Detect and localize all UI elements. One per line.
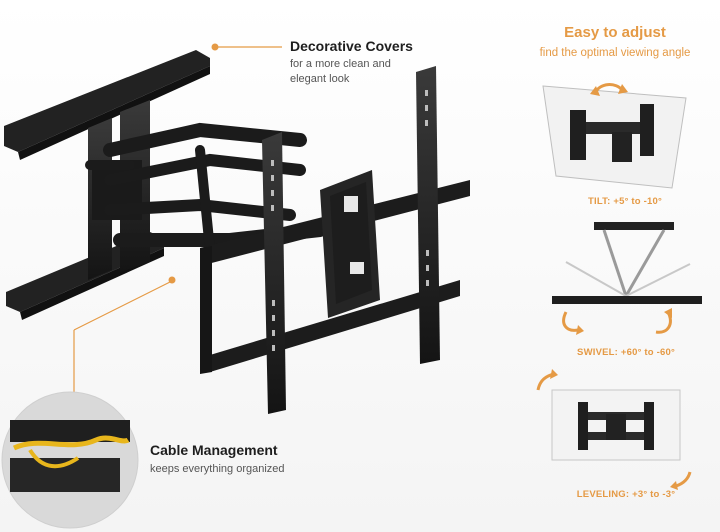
decorative-cover-top: [4, 50, 210, 160]
cable-management-inset: [1, 391, 139, 529]
cable-management-subtitle: keeps everything organized: [150, 463, 285, 475]
callout-cable-line: [73, 276, 176, 398]
tilt-illustration: [542, 83, 687, 189]
cable-management-title: Cable Management: [150, 442, 278, 458]
tilt-label: TILT: +5° to -10°: [588, 196, 662, 207]
swivel-label: SWIVEL: +60° to -60°: [577, 347, 675, 358]
swivel-plate: [320, 170, 380, 318]
decorative-covers-subtitle-2: elegant look: [290, 73, 350, 85]
leveling-illustration: [536, 369, 692, 490]
decorative-covers-subtitle-1: for a more clean and: [290, 58, 391, 70]
callout-covers-line: [211, 43, 282, 51]
decorative-covers-title: Decorative Covers: [290, 38, 413, 54]
swivel-illustration: [552, 222, 702, 335]
features-subtitle: find the optimal viewing angle: [539, 47, 691, 59]
tv-bracket-right: [416, 66, 440, 364]
tv-bracket-left: [262, 132, 286, 414]
features-title: Easy to adjust: [564, 24, 666, 41]
bracket-holes: [271, 90, 429, 351]
callout-decorative-covers: Decorative Covers for a more clean and e…: [290, 38, 413, 87]
leveling-label: LEVELING: +3° to -3°: [576, 489, 676, 500]
callout-cable-management: Cable Management keeps everything organi…: [150, 442, 285, 477]
features-header: Easy to adjust find the optimal viewing …: [520, 24, 710, 59]
